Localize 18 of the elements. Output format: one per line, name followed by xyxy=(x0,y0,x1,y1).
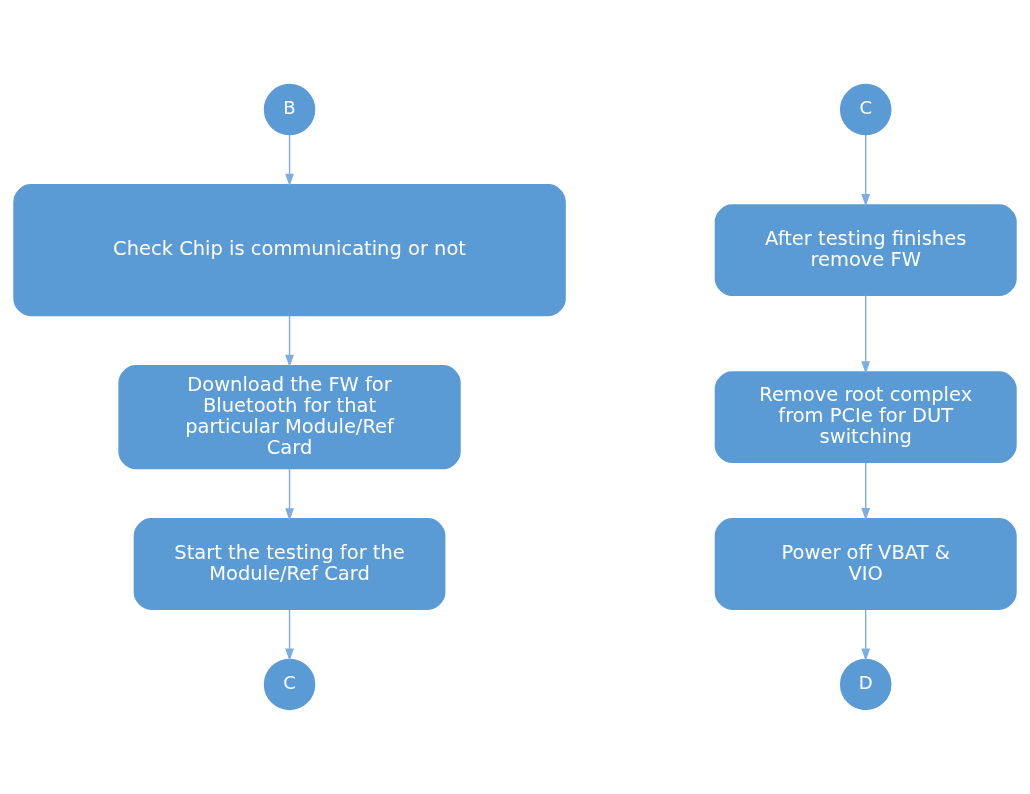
node-box: Remove root complex from PCIe for DUT switching xyxy=(714,371,1017,464)
node-circle: B xyxy=(263,83,316,136)
node-box: Power off VBAT & VIO xyxy=(714,518,1017,610)
arrow xyxy=(285,609,294,662)
node-box: Check Chip is communicating or not xyxy=(13,184,566,317)
arrow xyxy=(861,294,871,374)
arrow xyxy=(285,468,294,521)
node-circle: D xyxy=(839,658,892,711)
arrow xyxy=(285,315,294,368)
node-circle: C xyxy=(839,83,892,136)
node-box: Download the FW for Bluetooth for that particular Module/Ref Card xyxy=(118,365,461,470)
node-box: After testing finishes remove FW xyxy=(714,204,1017,297)
arrow xyxy=(861,461,871,521)
node-box: Start the testing for the Module/Ref Card xyxy=(133,518,446,610)
arrow xyxy=(285,134,294,187)
arrow xyxy=(861,609,871,662)
node-circle: C xyxy=(263,658,316,711)
arrow xyxy=(861,134,871,207)
